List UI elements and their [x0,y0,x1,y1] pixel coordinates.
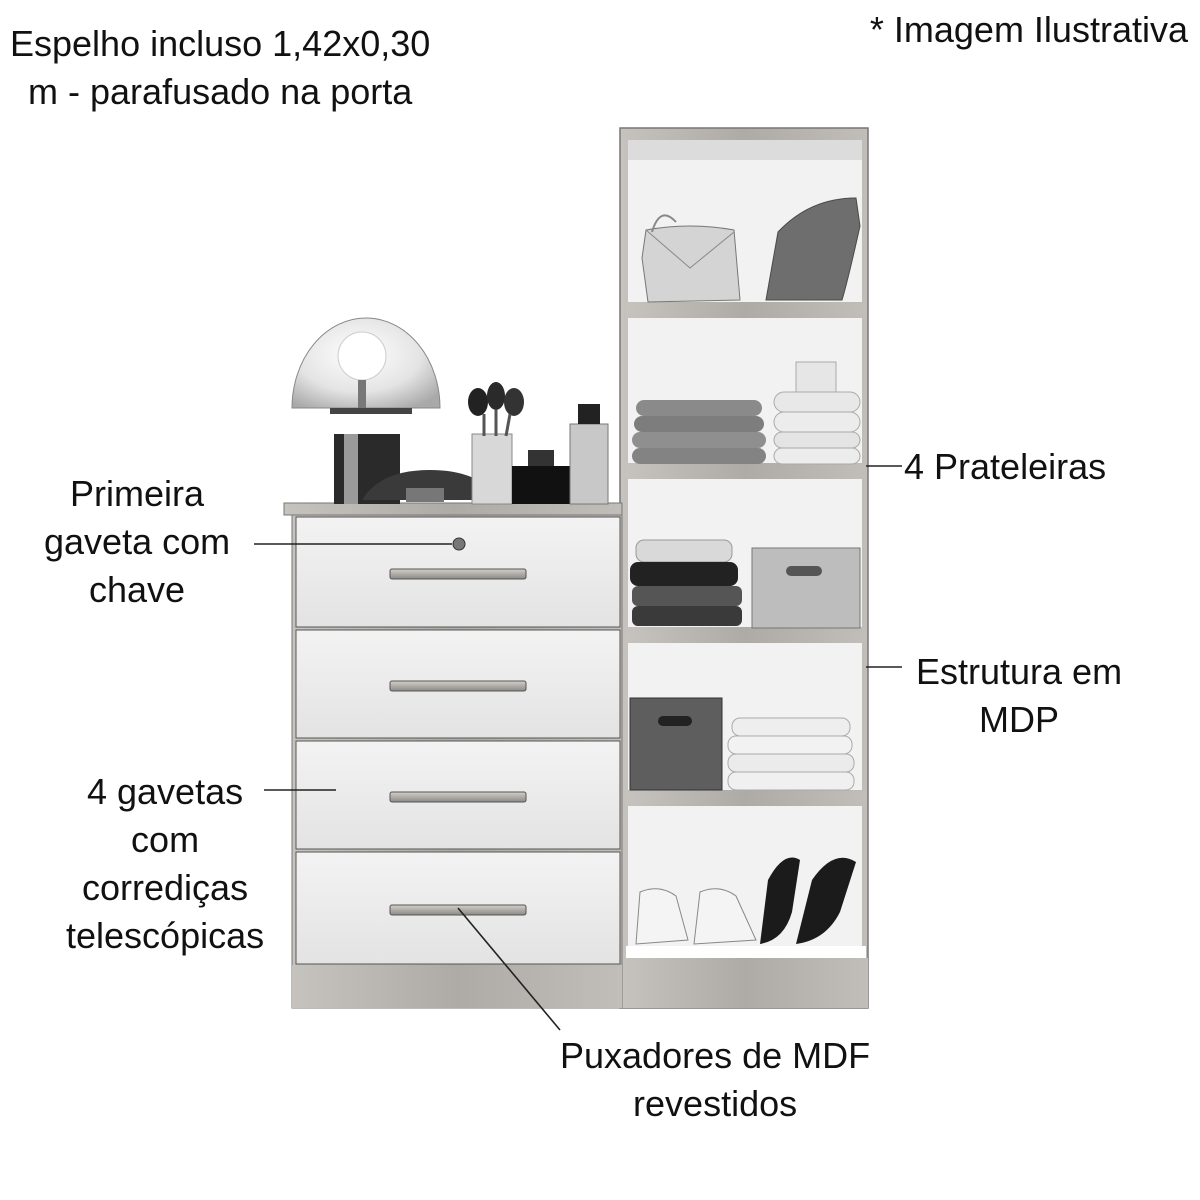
first-drawer-line-3: chave [89,568,186,610]
illustrative-note: * Imagem Ilustrativa [869,9,1188,50]
dresser-top-items [291,317,609,505]
first-drawer-line-1: Primeira [70,473,205,514]
structure-label: Estrutura em MDP [916,648,1122,744]
mirror-note-line-1: Espelho incluso 1,42x0,30 [10,23,431,64]
drawer-handle-1 [389,568,527,580]
shelf-2 [626,463,866,479]
mirror-note-line-2: m - parafusado na porta [28,70,413,112]
callout-lines [254,465,902,1031]
mirror-note: Espelho incluso 1,42x0,30 m - parafusado… [10,20,430,116]
shelf-4 [626,790,866,806]
first-drawer-label: Primeira gaveta com chave [44,470,230,614]
drawer-handle-2 [389,680,527,692]
dresser [283,502,623,1009]
structure-line-2: MDP [979,698,1060,740]
shelf-items [629,197,861,945]
handles-label: Puxadores de MDF revestidos [560,1032,870,1128]
handles-line-1: Puxadores de MDF [560,1035,871,1076]
shelves-label: 4 Prateleiras [904,446,1107,487]
drawers-line-1: 4 gavetas [86,771,244,812]
drawer-handle-4 [389,904,527,916]
handles-line-2: revestidos [633,1082,798,1124]
shelf-3 [626,627,866,643]
drawers-line-3: corrediças [82,866,249,908]
callout-handles [457,907,561,1031]
drawers-label: 4 gavetas com corrediças telescópicas [66,768,264,960]
drawers-line-4: telescópicas [66,914,265,956]
drawers-line-2: com [131,818,200,860]
lock-icon [452,537,466,551]
first-drawer-line-2: gaveta com [44,520,231,562]
structure-line-1: Estrutura em [916,651,1123,692]
drawer-handle-3 [389,791,527,803]
shelf-1 [626,302,866,318]
